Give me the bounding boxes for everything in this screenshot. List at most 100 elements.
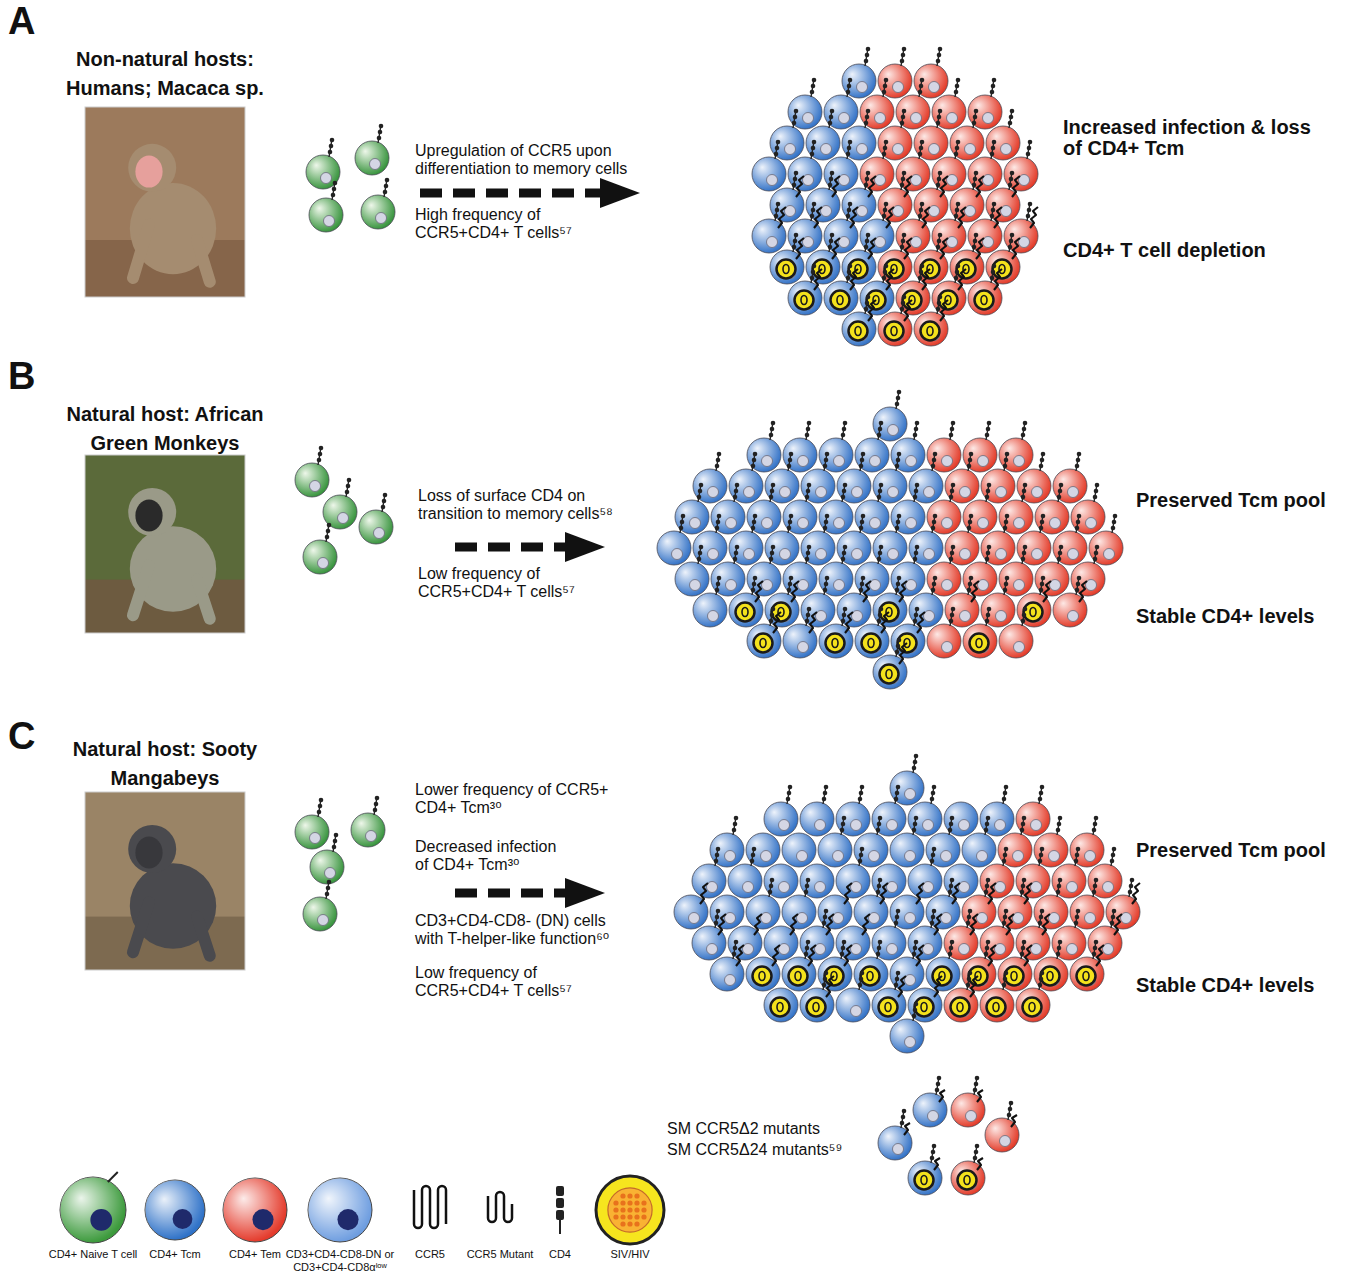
cd4-domain xyxy=(913,1008,918,1013)
legend-cd4-domain xyxy=(556,1186,564,1196)
cd4-domain xyxy=(901,239,906,244)
cell xyxy=(303,523,337,574)
cd4-domain xyxy=(1094,551,1099,556)
cd4-domain xyxy=(877,822,882,827)
cell xyxy=(818,883,852,929)
cd4-domain xyxy=(972,121,977,126)
cd4-domain xyxy=(1077,576,1082,581)
cd4-domain xyxy=(1058,940,1063,945)
cell-body xyxy=(854,957,888,991)
cell xyxy=(878,171,912,222)
virus-core xyxy=(927,327,933,336)
legend-virus-dot xyxy=(634,1207,639,1212)
cell-body xyxy=(310,850,344,884)
cd4-domain xyxy=(1076,458,1081,463)
cell xyxy=(1088,909,1122,960)
cell-nucleus xyxy=(803,113,814,124)
cd4-domain xyxy=(969,576,974,581)
cd4-domain xyxy=(864,245,869,250)
cd4-domain xyxy=(822,921,827,926)
cell-nucleus xyxy=(869,913,880,924)
host-panel: Natural host: Sooty Mangabeys xyxy=(25,730,455,975)
cd4-domain xyxy=(1092,890,1097,895)
cell-nucleus xyxy=(798,580,809,591)
cd4-domain xyxy=(954,152,959,157)
cd4-domain xyxy=(732,952,737,957)
cd4-domain xyxy=(733,495,738,500)
cd4-domain xyxy=(325,535,330,540)
cell xyxy=(782,878,816,929)
cd4-domain xyxy=(319,798,324,803)
cell-nucleus xyxy=(851,820,862,831)
outcome-panel: Preserved Tcm poolStable CD4+ levels xyxy=(605,768,1365,1058)
annotation: Low frequency of CCR5+CD4+ T cells⁵⁷ xyxy=(418,565,618,602)
cell xyxy=(878,295,912,346)
cell-nucleus xyxy=(839,113,850,124)
legend-text: CD4 xyxy=(545,1248,575,1261)
cd4-domain xyxy=(936,245,941,250)
cd4-domain xyxy=(966,921,971,926)
legend-nucleus xyxy=(90,1209,112,1231)
cd4-domain xyxy=(716,458,721,463)
cd4-domain xyxy=(847,270,852,275)
cd4-domain xyxy=(383,190,388,195)
cd4-domain xyxy=(733,557,738,562)
cell-nucleus xyxy=(1121,913,1132,924)
cd4-domain xyxy=(327,880,332,885)
cell xyxy=(710,940,744,991)
cell-nucleus xyxy=(924,549,935,560)
ccr5-receptor xyxy=(700,883,708,904)
legend-sample xyxy=(545,1170,575,1248)
cd4-receptor xyxy=(108,1172,118,1182)
cd4-domain xyxy=(842,551,847,556)
cell-body xyxy=(873,407,907,441)
cd4-domain xyxy=(1028,140,1033,145)
monkey-face xyxy=(135,156,162,188)
cell-nucleus xyxy=(1049,913,1060,924)
cell-nucleus xyxy=(928,1111,939,1122)
cd4-domain xyxy=(974,109,979,114)
cd4-domain xyxy=(865,239,870,244)
cell-nucleus xyxy=(310,481,321,492)
cd4-domain xyxy=(806,489,811,494)
cell-nucleus xyxy=(318,558,329,569)
cell xyxy=(824,78,858,129)
cell-nucleus xyxy=(1014,642,1025,653)
ccr5-mutant xyxy=(939,1090,945,1102)
cd4-domain xyxy=(912,766,917,771)
cd4-domain xyxy=(968,520,973,525)
cell xyxy=(926,940,960,991)
cell xyxy=(1016,847,1050,898)
ccr5-mutant xyxy=(977,1090,983,1102)
monkey-face xyxy=(135,500,162,532)
cd4-domain xyxy=(810,276,815,281)
ccr5-receptor xyxy=(718,914,726,935)
cell xyxy=(950,233,984,284)
cd4-domain xyxy=(931,588,936,593)
legend-text: CCR5 xyxy=(410,1248,450,1261)
cell xyxy=(914,109,948,160)
cd4-domain xyxy=(825,576,830,581)
cd4-domain xyxy=(986,551,991,556)
cell xyxy=(1070,816,1104,867)
legend-virus-dot xyxy=(627,1200,632,1205)
cd4-domain xyxy=(734,551,739,556)
cell xyxy=(788,78,822,129)
cd4-domain xyxy=(823,915,828,920)
cell xyxy=(361,178,395,229)
cd4-domain xyxy=(919,84,924,89)
cd4-domain xyxy=(864,59,869,64)
cell-body xyxy=(711,562,745,596)
cd4-domain xyxy=(1022,940,1027,945)
label-anchor: SM CCR5Δ24 mutants⁵⁹ xyxy=(667,1141,877,1159)
cd4-domain xyxy=(771,483,776,488)
cell-body xyxy=(1071,562,1105,596)
cd4-domain xyxy=(1008,1107,1013,1112)
cell-body xyxy=(932,95,966,129)
cd4-domain xyxy=(1004,909,1009,914)
cell xyxy=(747,483,781,534)
cd4-domain xyxy=(864,121,869,126)
cell-nucleus xyxy=(983,113,994,124)
legend-nucleus xyxy=(173,1209,193,1229)
cd4-domain xyxy=(1041,452,1046,457)
